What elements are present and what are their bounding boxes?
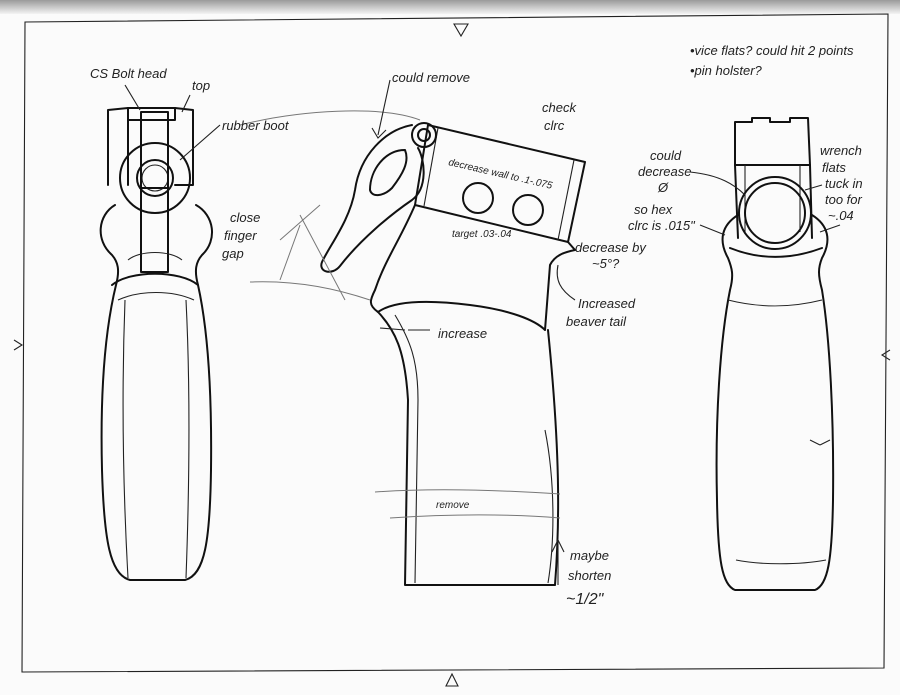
label-remove: remove (436, 500, 470, 511)
note-pin-holster: •pin holster? (690, 63, 763, 78)
label-flats: flats (822, 160, 846, 175)
label-could-remove: could remove (392, 70, 470, 85)
right-side-view (715, 117, 835, 591)
left-side-view (99, 107, 214, 581)
center-mark-bottom (445, 672, 459, 687)
label-5-degrees: ~5°? (592, 256, 620, 271)
label-clrc: clrc (544, 118, 565, 133)
label-rubber-boot: rubber boot (222, 118, 290, 133)
label-04: ~.04 (828, 208, 854, 223)
label-decrease-by: decrease by (575, 240, 647, 255)
label-gap: gap (222, 246, 244, 261)
label-could: could (650, 148, 682, 163)
label-top: top (192, 78, 210, 93)
label-wrench: wrench (820, 143, 862, 158)
label-half-inch: ~1/2" (566, 591, 605, 608)
label-beaver-tail: beaver tail (566, 314, 627, 329)
label-too-for: too for (825, 192, 863, 207)
label-increase: increase (438, 326, 487, 341)
label-diameter: Ø (657, 180, 669, 195)
label-finger: finger (224, 228, 257, 243)
label-shorten: shorten (568, 568, 611, 583)
label-target: target .03-.04 (452, 229, 512, 240)
center-mark-left (13, 339, 24, 351)
label-maybe: maybe (570, 548, 609, 563)
center-mark-top (453, 23, 469, 38)
label-check: check (542, 100, 577, 115)
note-vice-flats: •vice flats? could hit 2 points (690, 43, 854, 58)
label-hex-clrc: clrc is .015" (628, 218, 696, 233)
label-bolt-head: CS Bolt head (90, 66, 167, 81)
center-mark-right (880, 349, 891, 361)
label-so-hex: so hex (634, 202, 673, 217)
label-increased: Increased (578, 296, 636, 311)
sheet-border (21, 13, 889, 673)
label-decrease: decrease (638, 164, 691, 179)
label-close: close (230, 210, 260, 225)
label-tuck-in: tuck in (825, 176, 863, 191)
center-side-view (239, 110, 586, 586)
scan-edge (0, 0, 900, 14)
